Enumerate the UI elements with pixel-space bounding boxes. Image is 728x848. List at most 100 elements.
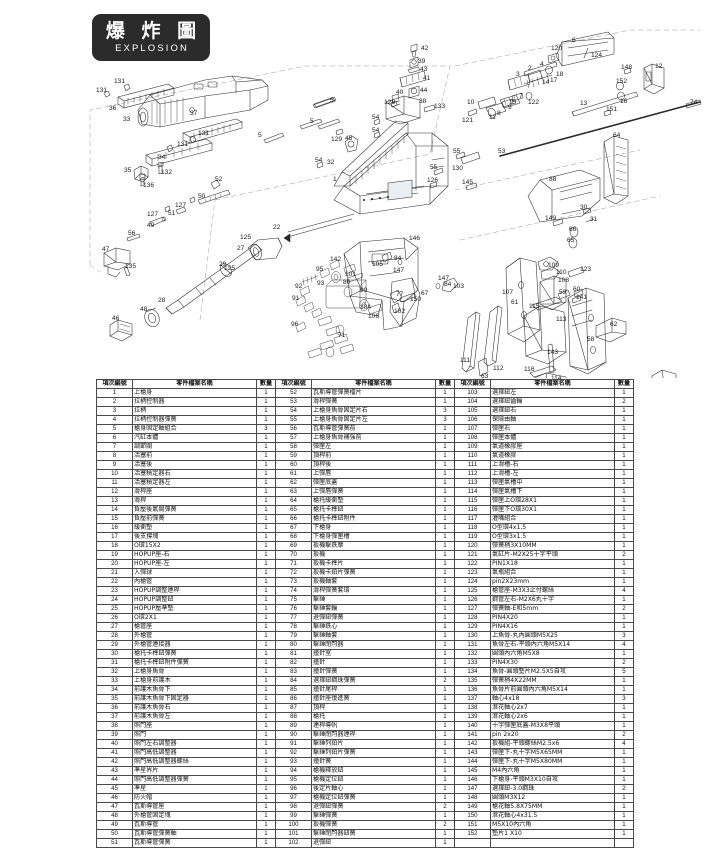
page-title-chinese: 爆 炸 圖 (105, 19, 202, 42)
row-part-name-2: 擊錘閉閂器連桿 (311, 730, 436, 740)
part-callout-35: 35 (124, 167, 132, 174)
part-callout-14: 14 (542, 79, 550, 86)
row-item-no-3: 106 (454, 415, 491, 425)
row-item-no-2: 83 (275, 667, 312, 677)
row-item-no-1: 18 (96, 541, 133, 551)
row-item-no-1: 30 (96, 649, 133, 659)
part-callout-61: 61 (511, 299, 519, 306)
row-qty-1: 1 (256, 550, 276, 560)
row-item-no-1: 45 (96, 784, 133, 794)
row-qty-2: 1 (435, 811, 455, 821)
part-callout-107: 107 (502, 289, 514, 296)
part-callout-125: 125 (240, 234, 252, 241)
row-part-name-1: 瓦斯導管彈簧 (132, 838, 257, 848)
row-item-no-1: 31 (96, 658, 133, 668)
row-item-no-2: 90 (275, 730, 312, 740)
row-item-no-1: 37 (96, 712, 133, 722)
part-callout-36: 36 (109, 105, 117, 112)
row-qty-2: 1 (435, 505, 455, 515)
part-callout-12: 12 (655, 63, 663, 70)
row-item-no-3: 104 (454, 397, 491, 407)
row-item-no-3: 150 (454, 811, 491, 821)
row-item-no-2: 76 (275, 604, 312, 614)
row-part-name-2: 撞針座復進簧 (311, 694, 436, 704)
row-part-name-2: 擊錘鉄心 (311, 622, 436, 632)
row-item-no-2: 79 (275, 631, 312, 641)
row-qty-2: 1 (435, 568, 455, 578)
row-part-name-2: 撞針室 (311, 649, 436, 659)
row-qty-3: 1 (614, 811, 634, 821)
row-part-name-2: 下槍身彈匣槽 (311, 532, 436, 542)
row-qty-1: 3 (256, 424, 276, 434)
row-qty-1: 1 (256, 838, 276, 848)
parts-list-table: 項次編號 零件檔案名稱 數量 項次編號 零件檔案名稱 數量 項次編號 零件檔案名… (96, 379, 634, 848)
row-item-no-3: 132 (454, 649, 491, 659)
row-part-name-1: HOPUP壓準墊 (132, 604, 257, 614)
part-callout-2: 2 (528, 65, 532, 72)
row-qty-1: 1 (256, 685, 276, 695)
row-part-name-2: 扳機擊鉄摩 (311, 541, 436, 551)
part-callout-55: 55 (453, 148, 461, 155)
part-callout-9: 9 (508, 104, 512, 111)
row-item-no-3: 138 (454, 703, 491, 713)
row-qty-2: 1 (435, 838, 455, 848)
row-qty-2: 1 (435, 613, 455, 623)
row-qty-1: 1 (256, 667, 276, 677)
row-part-name-3: 彈匣右 (490, 424, 615, 434)
row-part-name-3: 上滑槽-左 (490, 469, 615, 479)
part-callout-128: 128 (384, 99, 396, 106)
row-item-no-2: 88 (275, 712, 312, 722)
part-callout-22: 22 (273, 224, 281, 231)
row-item-no-1: 11 (96, 478, 133, 488)
row-qty-2: 1 (435, 604, 455, 614)
row-part-name-2: 瓦斯導管彈簧檔片 (311, 388, 436, 398)
row-part-name-3: 灌嘴組合 (490, 514, 615, 524)
row-qty-1: 1 (256, 712, 276, 722)
row-part-name-2: 擊錘列鉑片 (311, 739, 436, 749)
header-item-no-2: 項次編號 (275, 379, 312, 389)
part-callout-5: 5 (330, 97, 334, 104)
row-item-no-3: 144 (454, 757, 491, 767)
part-callout-127: 127 (147, 211, 159, 218)
row-item-no-1: 28 (96, 631, 133, 641)
row-item-no-3: 118 (454, 523, 491, 533)
row-part-name-3: 氣瓶組合 (490, 568, 615, 578)
row-item-no-3: 143 (454, 748, 491, 758)
header-qty-3: 數量 (614, 379, 634, 389)
row-part-name-1: 滑桿 (132, 496, 257, 506)
part-callout-30: 30 (580, 204, 588, 211)
row-qty-2: 3 (435, 406, 455, 416)
row-qty-1: 1 (256, 478, 276, 488)
row-part-name-3: 下槍身-平頭M3X10自攻 (490, 775, 615, 785)
row-qty-1: 1 (256, 739, 276, 749)
row-qty-1: 1 (256, 514, 276, 524)
row-part-name-3: 氣道橡膠 (490, 451, 615, 461)
part-callout-141: 141 (576, 294, 588, 301)
row-part-name-1: 槍托卡榫鈕附件彈簧 (132, 658, 257, 668)
row-item-no-1: 48 (96, 811, 133, 821)
row-qty-1: 1 (256, 532, 276, 542)
row-qty-3: 1 (614, 487, 634, 497)
row-part-name-1: 準星界片 (132, 766, 257, 776)
row-part-name-2: 槍機定位鈕彈簧 (311, 793, 436, 803)
part-callout-112: 112 (493, 365, 504, 372)
row-item-no-3: 112 (454, 469, 491, 479)
row-item-no-1: 32 (96, 667, 133, 677)
row-item-no-2: 62 (275, 478, 312, 488)
row-qty-1: 1 (256, 433, 276, 443)
part-callout-126: 126 (427, 177, 439, 184)
row-qty-2: 1 (435, 829, 455, 839)
row-qty-3: 1 (614, 676, 634, 686)
part-callout-150: 150 (410, 296, 422, 303)
row-qty-3: 2 (614, 604, 634, 614)
row-part-name-1: 後支撐塊 (132, 532, 257, 542)
row-part-name-3: PIN4X30 (490, 658, 615, 668)
part-callout-42: 42 (421, 45, 429, 52)
